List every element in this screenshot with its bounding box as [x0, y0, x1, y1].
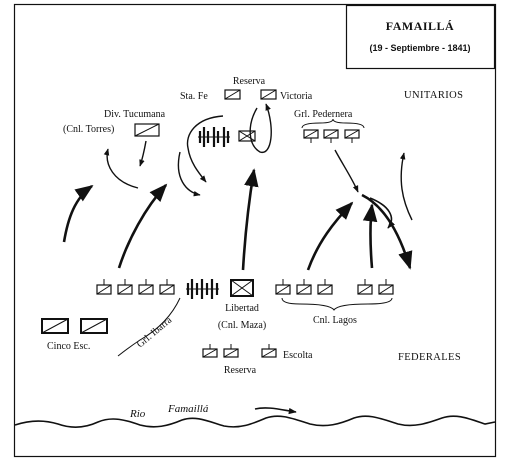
units-pedernera: [303, 129, 360, 139]
side-label-unitarios: UNITARIOS: [404, 90, 463, 101]
title-box: FAMAILLÁ (19 - Septiembre - 1841): [345, 4, 496, 70]
label-escolta: Escolta: [283, 350, 313, 361]
label-famailla-river: Famaillá: [167, 403, 209, 415]
label-cnl-maza: (Cnl. Maza): [218, 320, 266, 331]
battle-date: (19 - Septiembre - 1841): [369, 43, 470, 53]
label-reserva-unitaria: Reserva: [233, 76, 266, 87]
movement-arrows: [62, 103, 413, 271]
river-flow-arrow: [254, 407, 297, 415]
label-grl-pedernera: Grl. Pedernera: [294, 109, 353, 120]
federal-right-ticks: [282, 279, 387, 285]
side-label-federales: FEDERALES: [398, 352, 461, 363]
label-reserva-federal: Reserva: [224, 365, 257, 376]
reserva-federal-ticks: [209, 344, 270, 349]
label-cnl-lagos: Cnl. Lagos: [313, 315, 357, 326]
label-libertad: Libertad: [225, 303, 259, 314]
river-famailla: [14, 415, 496, 428]
label-cnl-torres: (Cnl. Torres): [63, 124, 114, 135]
units-reserva-federal: [202, 348, 277, 358]
label-sta-fe: Sta. Fe: [180, 91, 208, 102]
unit-infantry-unitaria: [238, 130, 256, 142]
label-div-tucumana: Div. Tucumana: [104, 109, 166, 120]
unit-div-tucumana: [134, 123, 160, 137]
units-cinco-esc: [41, 318, 108, 334]
label-rio: Rio: [129, 408, 146, 420]
label-grl-ibarra: Grl. Ibarra: [135, 314, 175, 350]
units-federal-right-wing: [275, 284, 394, 295]
units-federal-left-wing: [96, 284, 175, 295]
unit-libertad: [230, 279, 254, 297]
bracket-pedernera: [301, 118, 365, 129]
pedernera-ticks: [310, 138, 353, 143]
unit-artillery-federal: [186, 279, 219, 299]
federal-left-ticks: [103, 279, 168, 285]
unit-victoria: [260, 89, 277, 100]
map-frame: [13, 3, 497, 458]
bracket-ibarra: [117, 297, 181, 357]
bracket-lagos: [281, 297, 393, 311]
label-cinco-esc: Cinco Esc.: [47, 341, 90, 352]
map-title: FAMAILLÁ: [386, 19, 454, 33]
label-victoria: Victoria: [280, 91, 313, 102]
unit-sta-fe: [224, 89, 241, 100]
unit-artillery-unitaria: [198, 127, 230, 147]
